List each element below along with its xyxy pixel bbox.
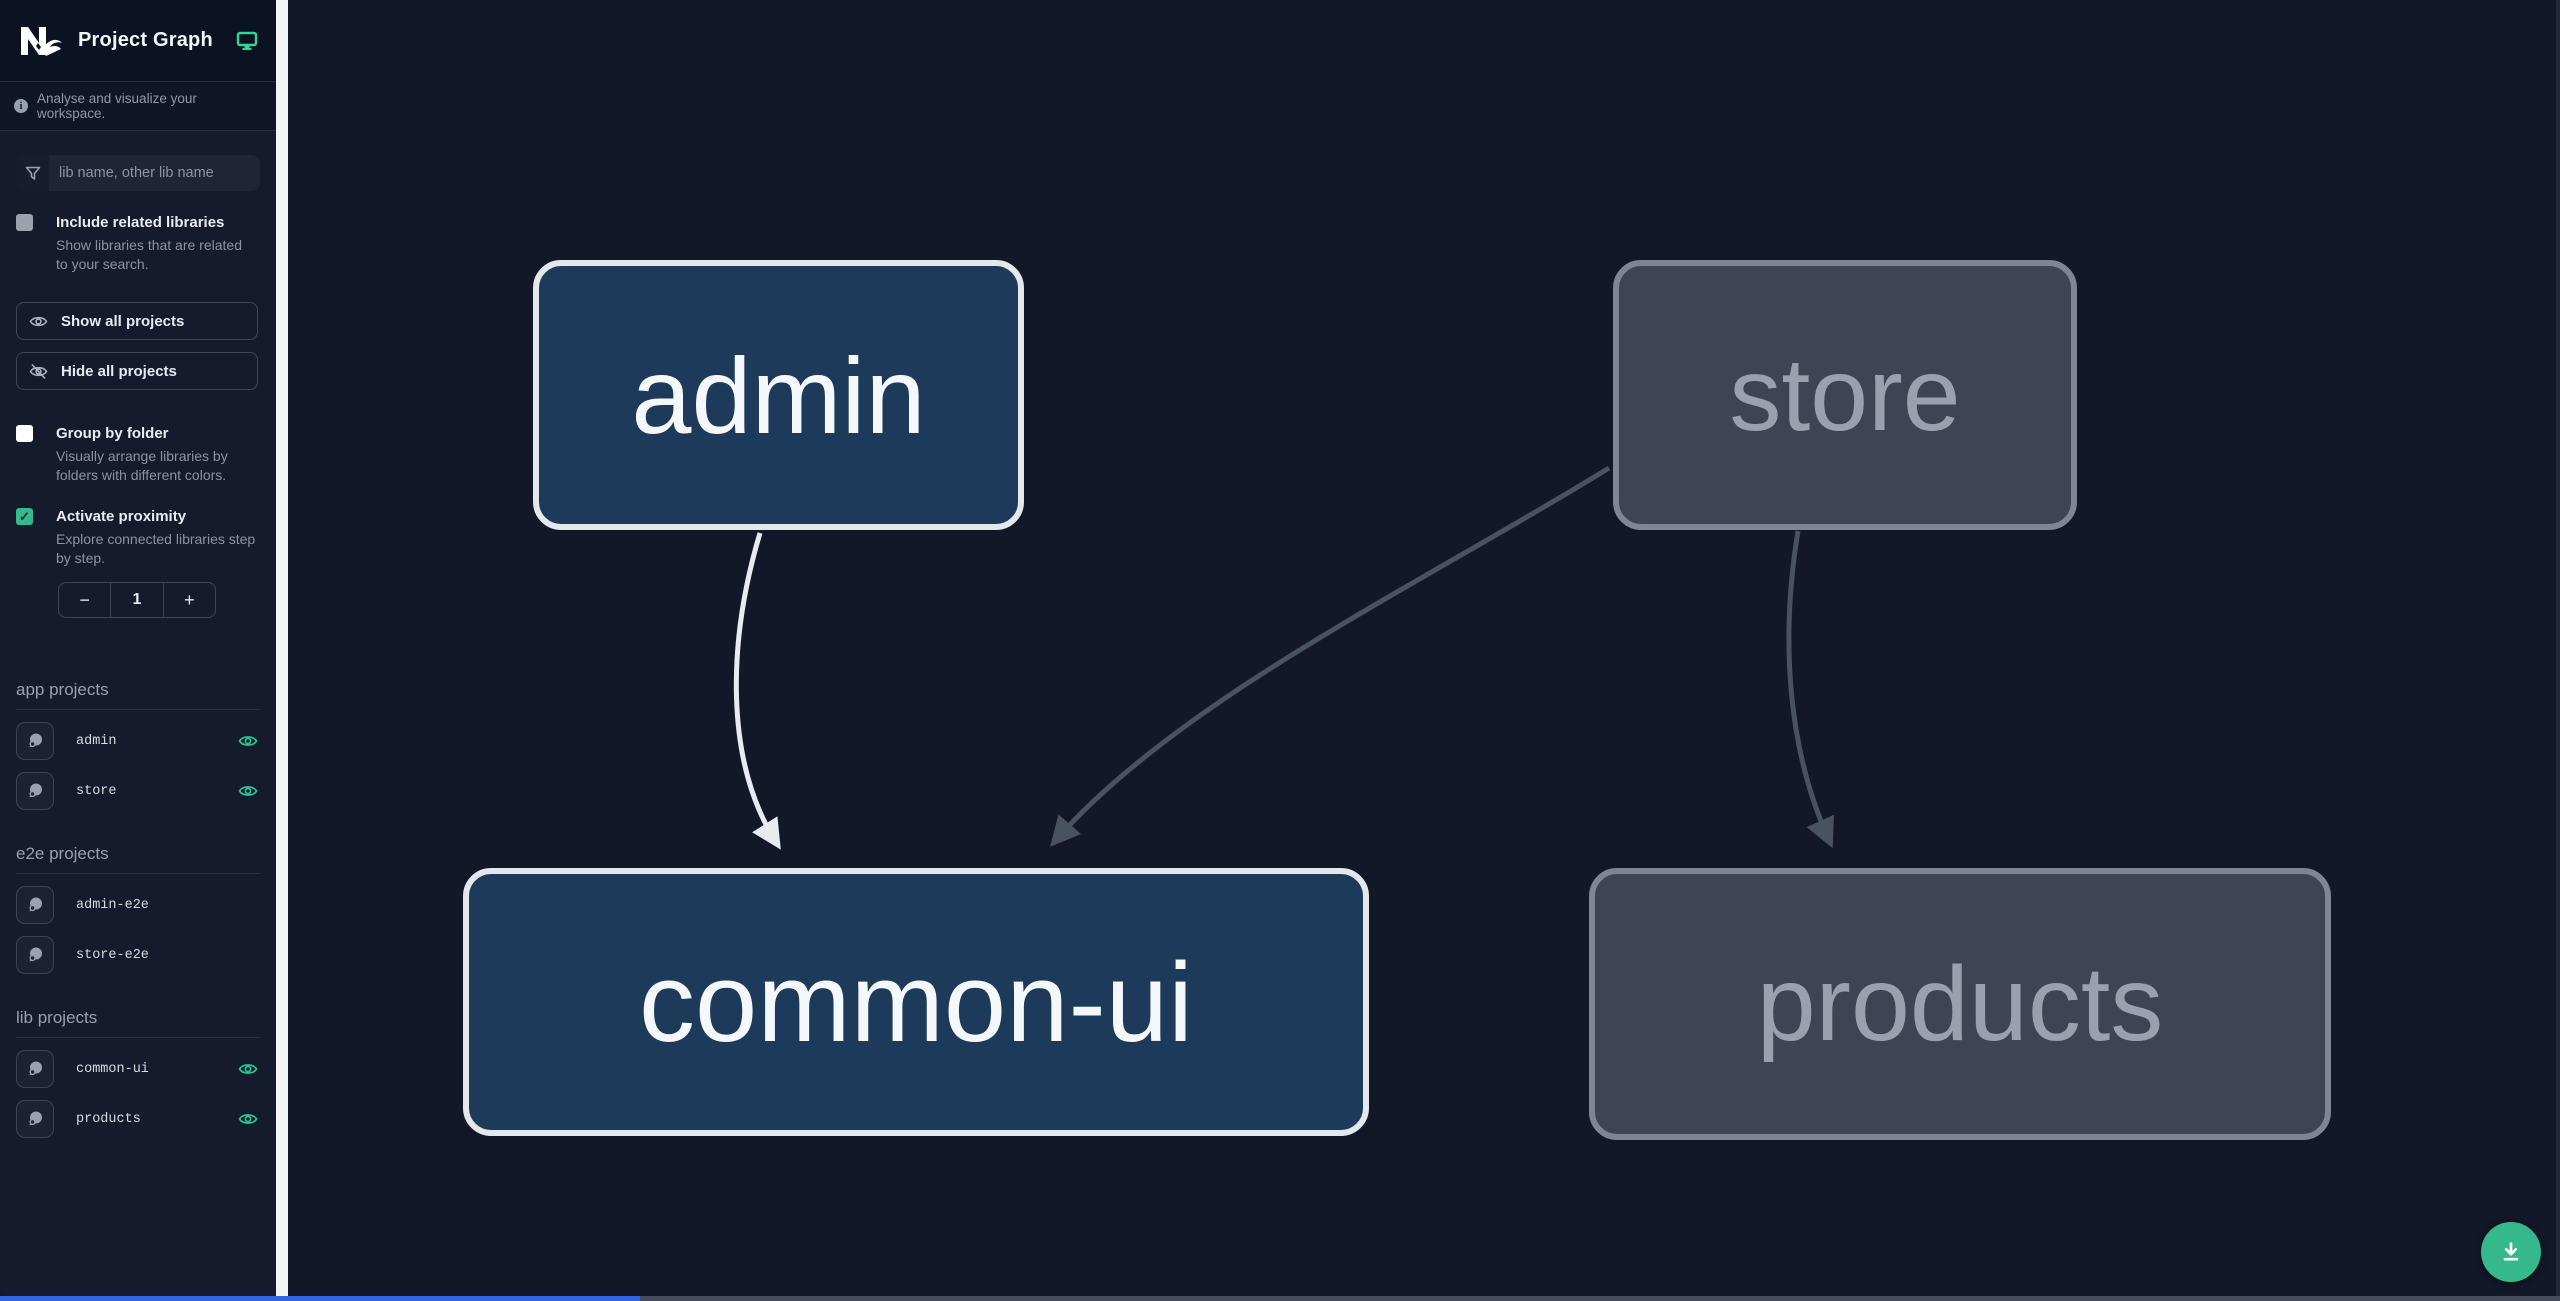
graph-node-store[interactable]: store <box>1613 260 2077 530</box>
sidebar-scrollbar[interactable] <box>276 0 288 1296</box>
hide-all-projects-label: Hide all projects <box>61 362 177 380</box>
focus-icon <box>29 947 42 962</box>
edge-admin-common-ui <box>733 532 781 850</box>
project-name: products <box>76 1111 141 1127</box>
focus-icon <box>29 783 42 798</box>
eye-icon[interactable] <box>238 781 258 801</box>
funnel-icon <box>16 155 49 191</box>
search-box <box>16 155 260 191</box>
focus-project-button[interactable] <box>16 772 54 810</box>
activate-proximity-option: ✓ Activate proximity Explore connected l… <box>16 507 260 568</box>
decrement-button[interactable]: − <box>79 589 90 610</box>
increment-button[interactable]: + <box>184 589 195 610</box>
page-title: Project Graph <box>78 29 213 51</box>
section-heading-app-projects: app projects <box>16 680 260 710</box>
workspace-tagline: Analyse and visualize your workspace. <box>37 91 197 121</box>
graph-canvas[interactable]: admin store common-ui products <box>288 0 2560 1296</box>
focus-project-button[interactable] <box>16 936 54 974</box>
edges-layer <box>733 465 1834 850</box>
project-row-admin-e2e: admin-e2e <box>16 886 260 924</box>
include-related-label: Include related libraries <box>56 214 225 231</box>
focus-project-button[interactable] <box>16 722 54 760</box>
project-name: store <box>76 783 117 799</box>
graph-node-common-ui[interactable]: common-ui <box>463 868 1369 1136</box>
proximity-depth-stepper: − 1 + <box>58 582 216 618</box>
canvas-vertical-scrollbar[interactable] <box>2556 0 2560 1296</box>
graph-node-products[interactable]: products <box>1589 868 2331 1140</box>
project-row-common-ui: common-ui <box>16 1050 260 1088</box>
eye-icon[interactable] <box>238 731 258 751</box>
hide-all-projects-button[interactable]: Hide all projects <box>16 352 258 390</box>
focus-icon <box>29 1061 42 1076</box>
activate-proximity-desc: Explore connected libraries step by step… <box>56 531 256 566</box>
workspace-tagline-bar: i Analyse and visualize your workspace. <box>0 82 276 131</box>
show-all-projects-label: Show all projects <box>61 312 185 330</box>
edge-store-common-ui <box>1050 465 1611 847</box>
graph-node-admin[interactable]: admin <box>533 260 1024 530</box>
nx-logo-icon <box>21 26 62 56</box>
download-icon <box>2503 1242 2519 1261</box>
horizontal-scrollbar <box>0 1296 2560 1301</box>
download-graph-button[interactable] <box>2481 1222 2541 1282</box>
group-by-folder-desc: Visually arrange libraries by folders wi… <box>56 448 228 483</box>
eye-off-icon <box>29 363 48 379</box>
group-by-folder-option: Group by folder Visually arrange librari… <box>16 424 260 485</box>
project-name: admin <box>76 733 117 749</box>
project-row-admin: admin <box>16 722 260 760</box>
include-related-option: Include related libraries Show libraries… <box>16 213 260 274</box>
focus-project-button[interactable] <box>16 1050 54 1088</box>
info-icon: i <box>14 99 28 113</box>
group-by-folder-label: Group by folder <box>56 425 169 442</box>
activate-proximity-label: Activate proximity <box>56 508 187 525</box>
show-all-projects-button[interactable]: Show all projects <box>16 302 258 340</box>
project-name: store-e2e <box>76 947 149 963</box>
project-row-products: products <box>16 1100 260 1138</box>
eye-icon[interactable] <box>238 1109 258 1129</box>
search-input[interactable] <box>49 165 260 181</box>
eye-icon[interactable] <box>238 1059 258 1079</box>
section-heading-lib-projects: lib projects <box>16 1008 260 1038</box>
proximity-depth-value[interactable]: 1 <box>110 583 164 617</box>
sidebar: Project Graph i Analyse and visualize yo… <box>0 0 276 1296</box>
group-by-folder-checkbox[interactable] <box>16 425 33 442</box>
sidebar-body: Include related libraries Show libraries… <box>0 155 276 1138</box>
focus-icon <box>29 1111 42 1126</box>
edge-store-products <box>1786 530 1834 849</box>
include-related-checkbox[interactable] <box>16 214 33 231</box>
section-heading-e2e-projects: e2e projects <box>16 844 260 874</box>
focus-project-button[interactable] <box>16 1100 54 1138</box>
project-name: common-ui <box>76 1061 149 1077</box>
focus-icon <box>29 897 42 912</box>
eye-icon <box>29 316 48 326</box>
project-row-store-e2e: store-e2e <box>16 936 260 974</box>
monitor-icon[interactable] <box>236 31 258 51</box>
activate-proximity-checkbox[interactable]: ✓ <box>16 508 33 525</box>
focus-project-button[interactable] <box>16 886 54 924</box>
sidebar-header: Project Graph <box>0 0 276 82</box>
project-name: admin-e2e <box>76 897 149 913</box>
focus-icon <box>29 733 42 748</box>
horizontal-scrollbar-thumb[interactable] <box>0 1296 640 1301</box>
project-row-store: store <box>16 772 260 810</box>
include-related-desc: Show libraries that are related to your … <box>56 237 242 272</box>
